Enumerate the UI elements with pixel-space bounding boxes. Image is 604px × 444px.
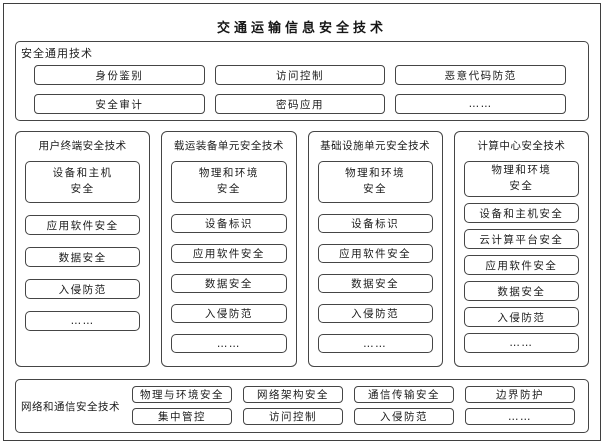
security-item-box: 入侵防范 [171,304,287,323]
network-item-central-control: 集中管控 [132,408,232,425]
network-item-architecture: 网络架构安全 [243,386,343,403]
network-communication-section: 网络和通信安全技术 物理与环境安全 网络架构安全 通信传输安全 边界防护 集中管… [15,379,589,433]
network-item-access-control: 访问控制 [243,408,343,425]
column-user-terminal: 用户终端安全技术 设备和主机 安全 应用软件安全 数据安全 入侵防范 …… [15,131,151,367]
general-item-access-control: 访问控制 [214,65,386,85]
column-vehicle-equipment-unit: 载运装备单元安全技术 物理和环境 安全 设备标识 应用软件安全 数据安全 入侵防… [161,131,297,367]
security-item-box: …… [171,334,287,353]
security-item-box: …… [317,334,433,353]
general-item-crypto-application: 密码应用 [214,94,386,114]
security-item-box: 设备和主机 安全 [25,161,141,203]
security-item-box: 数据安全 [317,274,433,293]
security-item-box: 设备和主机安全 [463,203,579,223]
diagram-title: 交通运输信息安全技术 [216,21,387,36]
column-infrastructure-unit: 基础设施单元安全技术 物理和环境 安全 设备标识 应用软件安全 数据安全 入侵防… [307,131,443,367]
network-section-label: 网络和通信安全技术 [21,400,120,413]
security-item-box: …… [25,311,141,331]
column-title: 计算中心安全技术 [477,140,566,152]
security-item-box: 物理和环境 安全 [463,161,579,197]
column-computing-center: 计算中心安全技术 物理和环境 安全 设备和主机安全 云计算平台安全 应用软件安全… [453,131,589,367]
network-item-transmission: 通信传输安全 [354,386,454,403]
network-item-intrusion-prevention: 入侵防范 [354,408,454,425]
security-item-box: …… [463,333,579,353]
security-item-box: 入侵防范 [25,279,141,299]
network-item-ellipsis: …… [465,408,575,425]
security-item-box: 设备标识 [171,214,287,233]
security-item-box: 入侵防范 [463,307,579,327]
security-item-box: 设备标识 [317,214,433,233]
security-item-box: 物理和环境 安全 [171,161,287,203]
domain-columns: 用户终端安全技术 设备和主机 安全 应用软件安全 数据安全 入侵防范 …… 载运… [15,131,589,367]
security-item-box: 数据安全 [25,247,141,267]
security-item-box: 应用软件安全 [317,244,433,263]
security-item-box: 应用软件安全 [25,215,141,235]
security-item-box: 数据安全 [171,274,287,293]
general-security-section: 安全通用技术 身份鉴别 访问控制 恶意代码防范 安全审计 密码应用 …… [15,41,589,121]
security-item-box: 应用软件安全 [463,255,579,275]
network-item-physical-env: 物理与环境安全 [132,386,232,403]
general-item-security-audit: 安全审计 [34,94,205,114]
diagram-frame: 交通运输信息安全技术 安全通用技术 身份鉴别 访问控制 恶意代码防范 安全审计 … [3,3,601,441]
column-title: 用户终端安全技术 [38,140,127,152]
security-item-box: 应用软件安全 [171,244,287,263]
network-items-grid: 物理与环境安全 网络架构安全 通信传输安全 边界防护 集中管控 访问控制 入侵防… [132,380,588,432]
general-items-grid: 身份鉴别 访问控制 恶意代码防范 安全审计 密码应用 …… [16,63,588,114]
column-title: 基础设施单元安全技术 [320,140,431,152]
general-section-label: 安全通用技术 [21,47,93,60]
general-item-ellipsis: …… [395,94,566,114]
column-title: 载运装备单元安全技术 [173,140,284,152]
general-item-malicious-code: 恶意代码防范 [395,65,566,85]
security-item-box: 数据安全 [463,281,579,301]
security-item-box: 物理和环境 安全 [317,161,433,203]
security-item-box: 入侵防范 [317,304,433,323]
general-item-identity-auth: 身份鉴别 [34,65,205,85]
security-item-box: 云计算平台安全 [463,229,579,249]
network-item-boundary-protection: 边界防护 [465,386,575,403]
